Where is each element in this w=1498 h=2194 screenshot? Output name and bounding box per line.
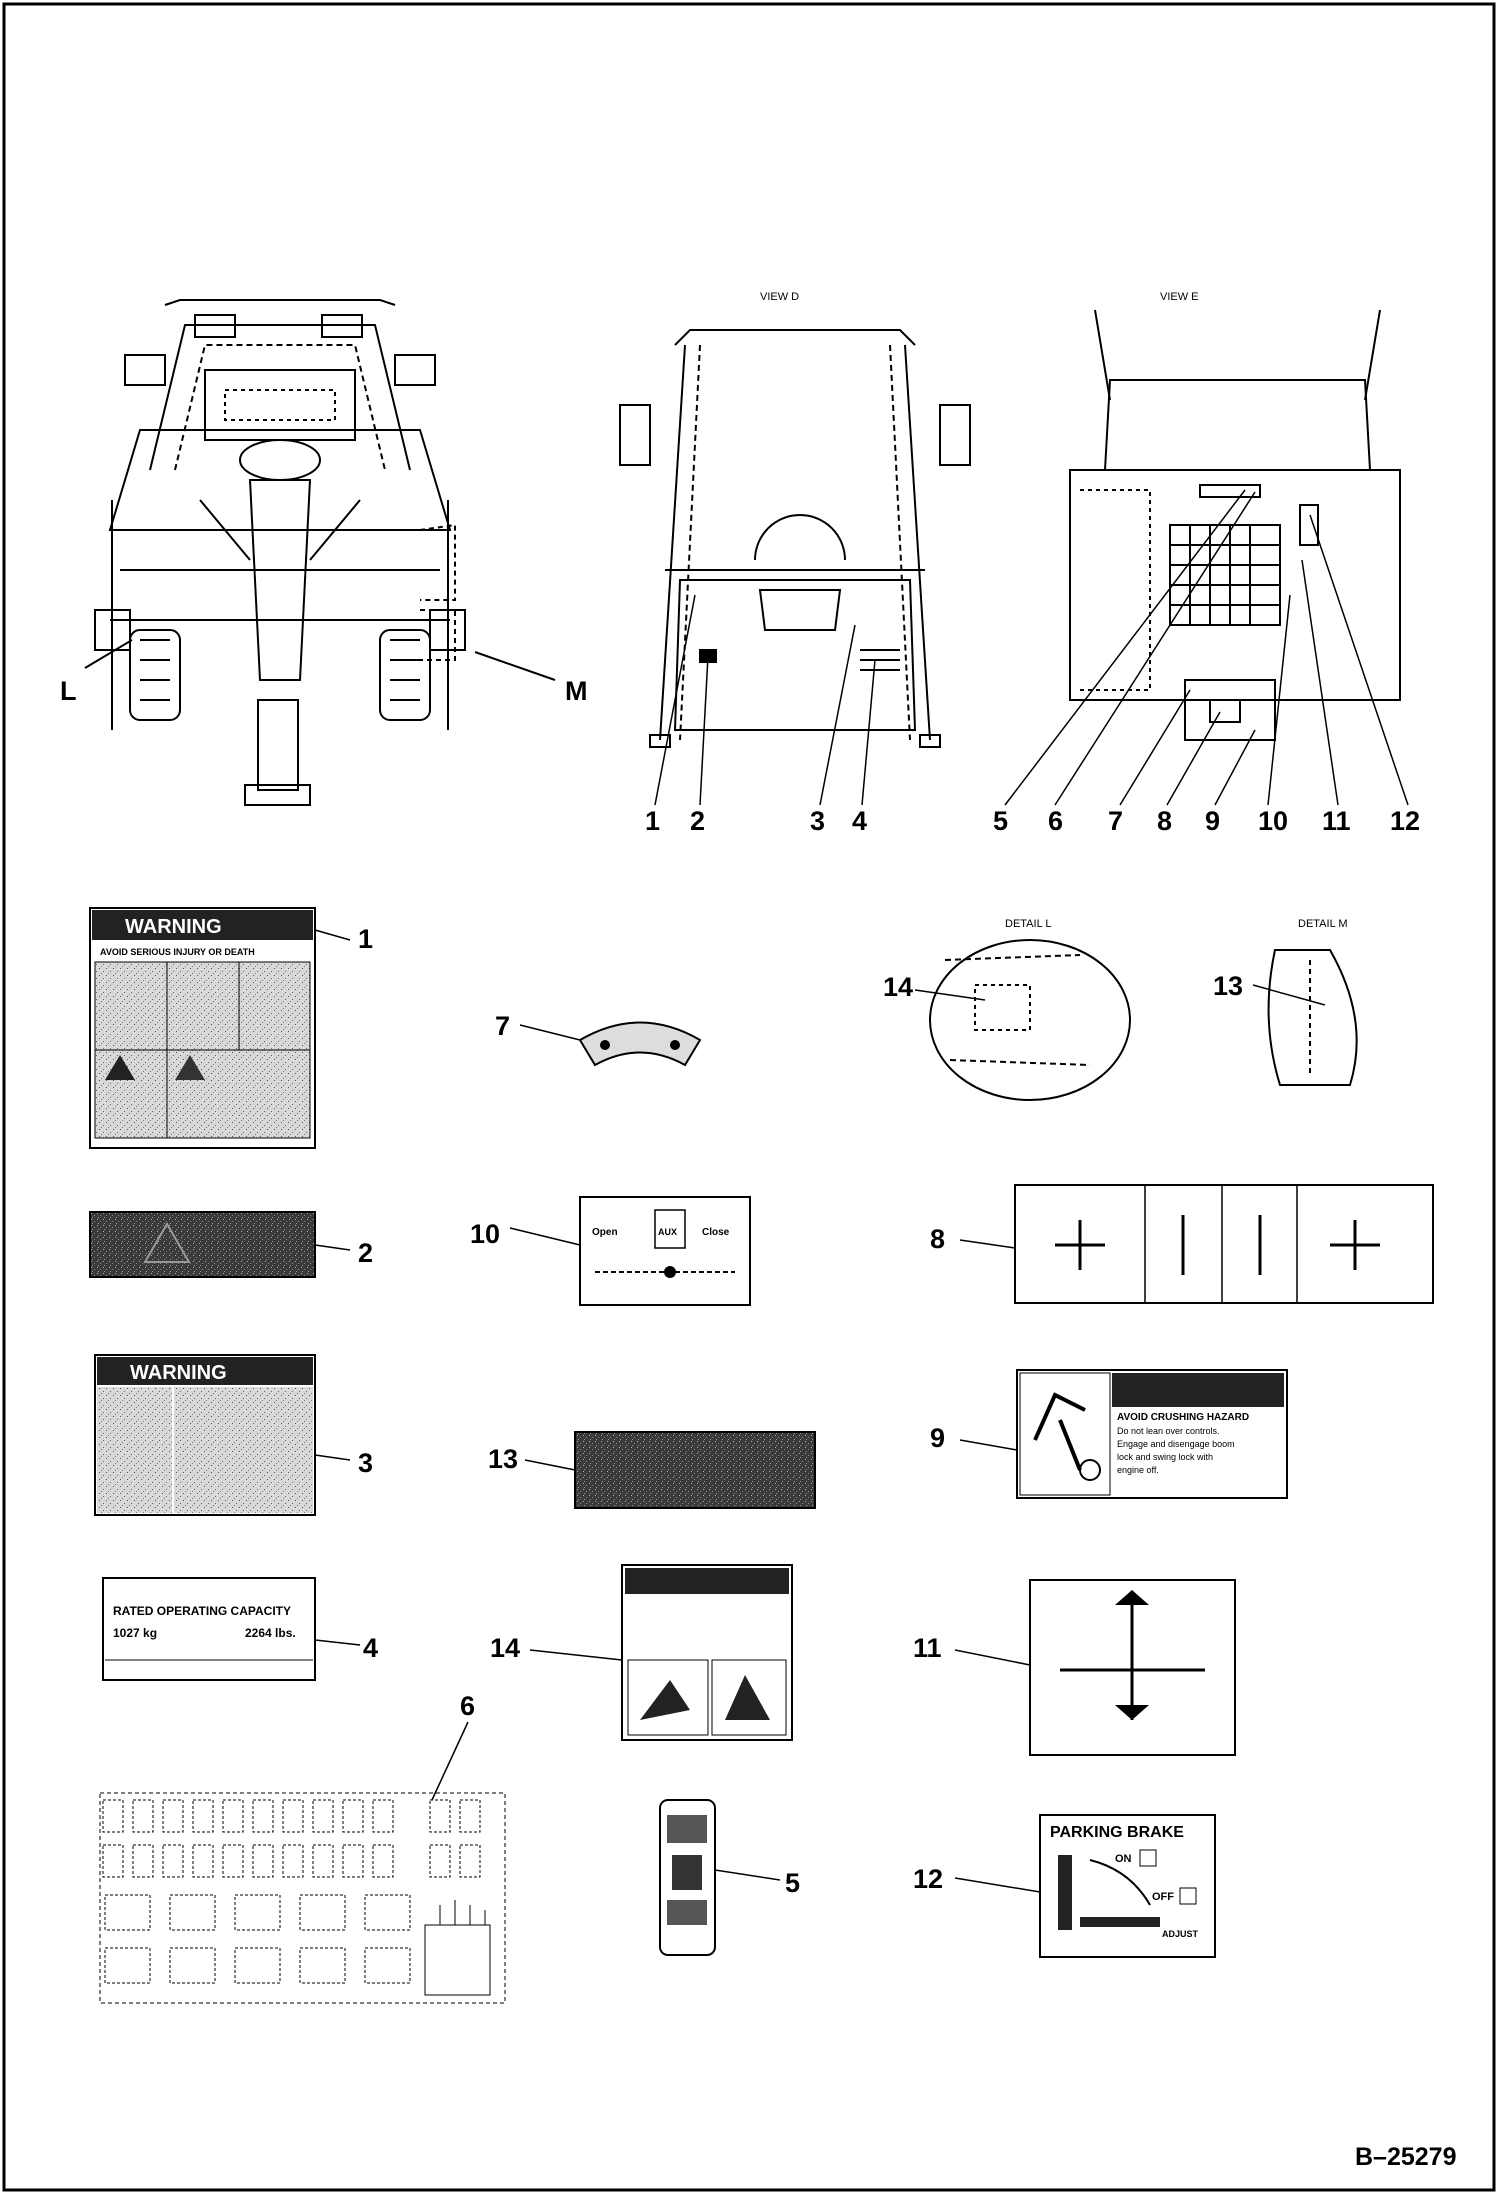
leader-decal-11: [954, 1649, 1031, 1666]
view-d-title: VIEW D: [760, 291, 799, 303]
callout-10-view: 10: [1258, 806, 1288, 836]
view-e-title: VIEW E: [1160, 291, 1199, 303]
callout-12-decal: 12: [913, 1864, 943, 1894]
leader-decal-6: [431, 1721, 469, 1801]
view-d-cab: [619, 329, 971, 748]
callout-11-decal: 11: [913, 1633, 942, 1663]
svg-text:Close: Close: [702, 1227, 730, 1238]
callout-13-detail: 13: [1213, 971, 1243, 1001]
svg-text:AUX: AUX: [658, 1227, 677, 1237]
callout-7-decal: 7: [495, 1011, 510, 1041]
detail-l-title: DETAIL L: [1005, 918, 1051, 930]
leader-decal-9: [959, 1439, 1018, 1451]
callout-11-view: 11: [1322, 806, 1351, 836]
callout-14-detail: 14: [883, 972, 913, 1002]
svg-text:2264 lbs.: 2264 lbs.: [245, 1626, 296, 1640]
figure-reference: B–25279: [1355, 2143, 1456, 2171]
svg-text:AVOID CRUSHING HAZARD: AVOID CRUSHING HAZARD: [1117, 1412, 1249, 1423]
decal-9-crushing: AVOID CRUSHING HAZARD Do not lean over c…: [1016, 1369, 1288, 1499]
svg-text:lock and swing lock with: lock and swing lock with: [1117, 1452, 1213, 1462]
decal-5-throttle: [659, 1799, 716, 1956]
callout-12-view: 12: [1390, 806, 1420, 836]
decal-7-arc: [578, 1021, 702, 1067]
detail-m-shape: [1267, 949, 1358, 1086]
leader-decal-12: [954, 1877, 1041, 1893]
decal-6-sheet: [99, 1792, 506, 2004]
callout-9-decal: 9: [930, 1423, 945, 1453]
detail-l-circle: [929, 939, 1131, 1101]
svg-text:engine off.: engine off.: [1117, 1465, 1159, 1475]
callout-3-decal: 3: [358, 1448, 373, 1478]
decal-3-warning: WARNING: [94, 1354, 316, 1516]
callout-1-decal: 1: [358, 924, 373, 954]
leader-decal-2: [314, 1244, 351, 1251]
leader-m: [474, 651, 556, 681]
decal-11-controls: [1029, 1579, 1236, 1756]
svg-text:ADJUST: ADJUST: [1162, 1929, 1199, 1939]
svg-text:WARNING: WARNING: [130, 1362, 227, 1384]
decal-1-warning: WARNING AVOID SERIOUS INJURY OR DEATH: [89, 907, 316, 1149]
view-e-leaders: [1004, 489, 1409, 806]
callout-8-view: 8: [1157, 806, 1172, 836]
callout-5-decal: 5: [785, 1868, 800, 1898]
callout-9-view: 9: [1205, 806, 1220, 836]
leader-decal-3: [314, 1454, 351, 1461]
front-view-machine: [94, 299, 466, 806]
decal-2-dark: [89, 1211, 316, 1278]
leader-decal-4: [314, 1639, 361, 1646]
leader-decal-5: [714, 1869, 781, 1881]
callout-7-view: 7: [1108, 806, 1123, 836]
view-d-leaders: [654, 594, 876, 806]
leader-decal-1: [314, 929, 351, 941]
svg-text:OFF: OFF: [1152, 1891, 1174, 1903]
decal-14-crushing: [621, 1564, 793, 1741]
callout-14-decal: 14: [490, 1633, 520, 1663]
callout-2-view: 2: [690, 806, 705, 836]
svg-text:PARKING BRAKE: PARKING BRAKE: [1050, 1824, 1184, 1841]
callout-5-view: 5: [993, 806, 1008, 836]
callout-1-view: 1: [645, 806, 660, 836]
leader-decal-13: [524, 1459, 576, 1471]
leader-decal-7: [519, 1024, 581, 1041]
decal-12-parking-brake: PARKING BRAKE ON OFF ADJUST: [1039, 1814, 1216, 1958]
svg-text:1027 kg: 1027 kg: [113, 1626, 157, 1640]
callout-6-decal: 6: [460, 1691, 475, 1721]
decal-8-controls: [1014, 1184, 1434, 1304]
svg-text:Open: Open: [592, 1227, 618, 1238]
callout-8-decal: 8: [930, 1224, 945, 1254]
label-l: L: [60, 676, 77, 706]
callout-6-view: 6: [1048, 806, 1063, 836]
leader-l: [84, 639, 133, 669]
callout-2-decal: 2: [358, 1238, 373, 1268]
callout-13-decal: 13: [488, 1444, 518, 1474]
svg-text:AVOID SERIOUS INJURY OR DEATH: AVOID SERIOUS INJURY OR DEATH: [100, 947, 255, 957]
leader-14-detail: [914, 989, 986, 1001]
leader-decal-14: [529, 1649, 623, 1661]
decal-4-capacity: RATED OPERATING CAPACITY 1027 kg 2264 lb…: [102, 1577, 316, 1681]
callout-10-decal: 10: [470, 1219, 500, 1249]
leader-decal-10: [509, 1227, 581, 1246]
svg-text:Engage and disengage boom: Engage and disengage boom: [1117, 1439, 1235, 1449]
callout-4-view: 4: [852, 806, 867, 836]
callout-3-view: 3: [810, 806, 825, 836]
label-m: M: [565, 676, 588, 706]
svg-text:RATED OPERATING CAPACITY: RATED OPERATING CAPACITY: [113, 1604, 291, 1618]
leader-13-detail: [1252, 984, 1326, 1006]
svg-text:ON: ON: [1115, 1853, 1132, 1865]
view-e-machine: [1069, 309, 1401, 741]
decal-10-aux: AUX Open Close: [579, 1196, 751, 1306]
svg-text:WARNING: WARNING: [125, 916, 222, 938]
decal-13-dark: [574, 1431, 816, 1509]
callout-4-decal: 4: [363, 1633, 378, 1663]
svg-text:Do not lean over controls.: Do not lean over controls.: [1117, 1426, 1220, 1436]
leader-decal-8: [959, 1239, 1016, 1249]
detail-m-title: DETAIL M: [1298, 918, 1348, 930]
